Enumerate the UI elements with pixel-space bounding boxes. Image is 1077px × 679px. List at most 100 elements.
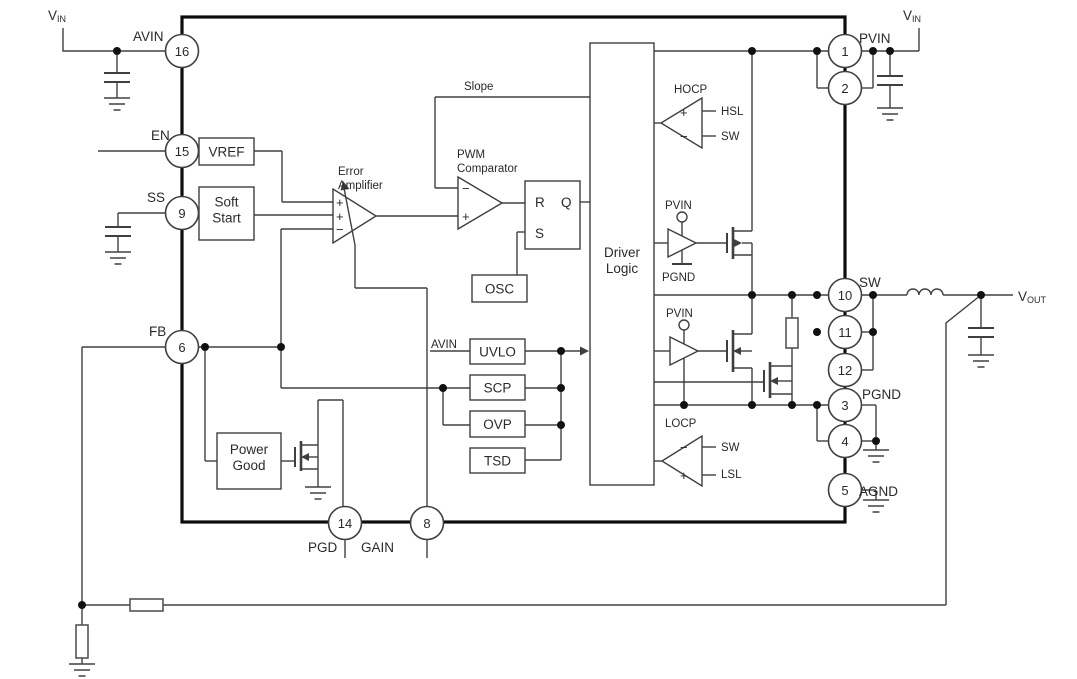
vin-right-label: VIN — [903, 8, 921, 24]
pin-6-label: FB — [149, 324, 166, 339]
osc-label: OSC — [485, 282, 515, 297]
pin-4-circle — [827, 423, 863, 459]
locp-in-sw-label: SW — [721, 442, 740, 454]
ground-symbol — [305, 486, 331, 500]
pwm-comparator-1-label: PWM — [457, 149, 485, 161]
pin-15-circle — [164, 133, 200, 169]
feedback-resistor-lower — [75, 624, 89, 659]
tsd-block — [469, 447, 526, 474]
power-good-label: Good — [232, 458, 265, 473]
wire — [945, 294, 982, 605]
junction-dot — [78, 601, 86, 609]
latch-s: S — [535, 226, 544, 241]
ground-symbol — [105, 251, 131, 265]
junction-dot — [277, 343, 285, 351]
pin-15-number: 15 — [175, 144, 189, 159]
hs-driver-pgnd-label: PGND — [662, 272, 695, 284]
error-amplifier-triangle — [332, 187, 378, 245]
pin-10-label: SW — [859, 275, 881, 290]
pin-4-number: 4 — [841, 434, 848, 449]
hocp-plus-sign: + — [680, 105, 688, 120]
power-good-label: Power — [230, 442, 269, 457]
junction-dot — [788, 291, 796, 299]
hocp-comparator-triangle — [659, 96, 703, 150]
gain-adjust-line — [342, 182, 356, 246]
pin-16-number: 16 — [175, 44, 189, 59]
hocp-label: HOCP — [674, 84, 708, 96]
pin-9-circle — [164, 195, 200, 231]
rs-latch-block — [524, 180, 581, 250]
junction-dot — [748, 47, 756, 55]
locp-comparator-triangle — [660, 434, 703, 488]
tsd-label: TSD — [484, 454, 511, 469]
soft-start-label: Soft — [214, 195, 238, 210]
junction-dot — [886, 47, 894, 55]
junction-dot — [557, 347, 565, 355]
gain-adjust-arrow — [340, 181, 350, 191]
driver-logic-block — [589, 42, 655, 486]
soft-start-block — [198, 186, 255, 241]
ic-boundary — [180, 15, 847, 524]
function-blocks — [198, 42, 655, 490]
hs-fet-arrow — [734, 239, 742, 247]
pin-8-label: GAIN — [361, 540, 394, 555]
ground-symbol — [863, 449, 889, 463]
pin-5-label: AGND — [859, 484, 898, 499]
ground-symbol — [877, 107, 903, 121]
pin-10-number: 10 — [838, 288, 852, 303]
pvin-terminal — [678, 319, 690, 331]
pin-11-circle — [827, 314, 863, 350]
pin-3-number: 3 — [841, 398, 848, 413]
osc-block — [471, 274, 528, 303]
high-side-driver-buffer — [667, 227, 698, 259]
pin-9-label: SS — [147, 190, 165, 205]
aux-fet-arrow — [770, 377, 778, 385]
pin-1-label: PVIN — [859, 31, 891, 46]
junction-dot — [788, 401, 796, 409]
junction-dot — [748, 291, 756, 299]
diagram-labels: VREFSoftStartOSCUVLOSCPOVPTSDDriverLogic… — [48, 8, 1047, 555]
soft-start-label: Start — [212, 211, 241, 226]
capacitor — [105, 226, 131, 237]
junction-dot — [869, 328, 877, 336]
junction-dot — [113, 47, 121, 55]
pin-12-circle — [827, 352, 863, 388]
pwm-minus-sign: − — [462, 181, 470, 196]
junction-dot — [977, 291, 985, 299]
ovp-block — [469, 410, 526, 438]
hs-driver-pvin-label: PVIN — [665, 200, 692, 212]
pin-14-circle — [327, 505, 363, 541]
locp-minus-sign: − — [680, 440, 688, 455]
junction-dot — [869, 291, 877, 299]
capacitor — [877, 75, 903, 86]
vref-block — [198, 137, 255, 166]
latch-r: R — [535, 195, 545, 210]
pin-15-label: EN — [151, 128, 170, 143]
wire — [906, 288, 944, 296]
ground-symbol — [863, 499, 889, 513]
ls-driver-pvin-label: PVIN — [666, 308, 693, 320]
pin-5-number: 5 — [841, 483, 848, 498]
slope-label: Slope — [464, 81, 493, 93]
pin-10-circle — [827, 277, 863, 313]
junction-dot — [201, 343, 209, 351]
latch-q: Q — [561, 195, 572, 210]
junction-dot — [680, 401, 688, 409]
pin-8-circle — [409, 505, 445, 541]
junction-dot — [813, 47, 821, 55]
pin-2-number: 2 — [841, 81, 848, 96]
hocp-in-sw-label: SW — [721, 131, 740, 143]
feedback-resistor-upper — [129, 598, 164, 612]
ic-pins — [164, 33, 863, 541]
ea-plus-1-sign: + — [336, 195, 344, 210]
scp-label: SCP — [484, 381, 512, 396]
pwm-comparator-2-label: Comparator — [457, 163, 518, 175]
pin-6-circle — [164, 329, 200, 365]
ground-symbol — [104, 97, 130, 111]
junction-dot — [748, 401, 756, 409]
pwm-comparator-triangle — [457, 175, 504, 231]
junction-dot — [869, 47, 877, 55]
vin-left-label: VIN — [48, 8, 66, 24]
